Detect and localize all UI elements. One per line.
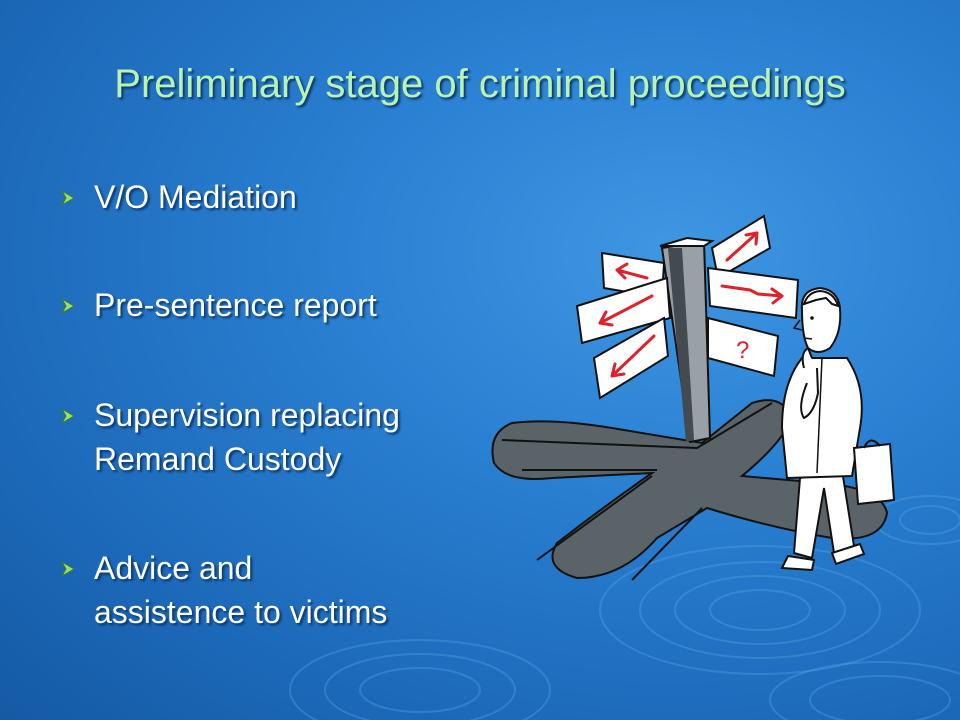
bullet-text: V/O Mediation (94, 175, 484, 219)
bullet-line: Advice and (94, 550, 253, 586)
direction-sign (592, 316, 670, 400)
signpost-pole (659, 236, 715, 444)
question-mark: ? (736, 337, 749, 364)
signpost-man-illustration: ? (491, 214, 896, 581)
slide-title: Preliminary stage of criminal proceeding… (114, 62, 846, 106)
arrow-bullet-icon (60, 189, 75, 207)
bullet-line: Remand Custody (94, 441, 342, 477)
bullet-line: assistence to victims (94, 594, 388, 630)
direction-sign (706, 266, 800, 320)
direction-sign (575, 276, 672, 345)
arrow-bullet-icon (60, 407, 75, 425)
bullet-line: Pre-sentence report (94, 287, 377, 323)
bullet-line: V/O Mediation (94, 179, 297, 215)
bullet-line: Supervision replacing (94, 397, 400, 433)
arrow-bullet-icon (60, 560, 75, 578)
direction-sign: ? (707, 316, 780, 378)
direction-sign (710, 214, 772, 280)
briefcase (852, 439, 896, 506)
bullet-text: Pre-sentence report (94, 283, 484, 327)
man-figure (780, 286, 896, 572)
arrow-bullet-icon (60, 297, 75, 315)
bullet-text: Advice and assistence to victims (94, 546, 484, 634)
